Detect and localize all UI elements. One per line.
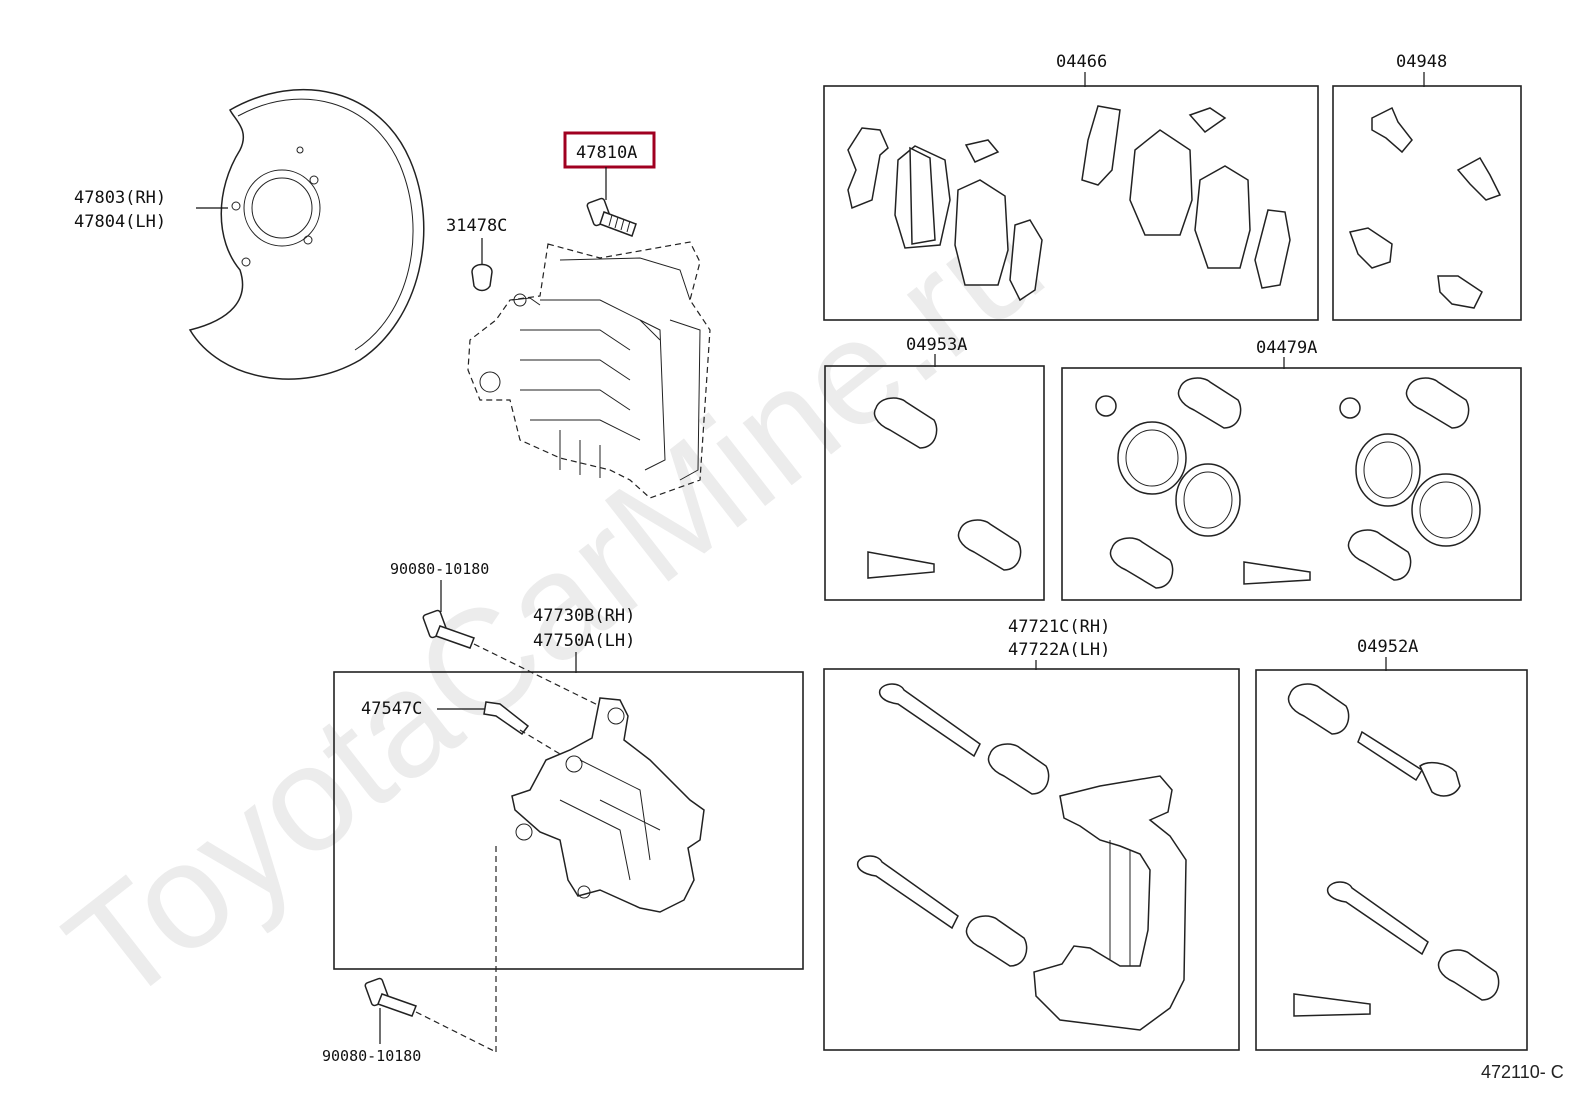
bolt-90080-top-illustration bbox=[422, 609, 475, 649]
caliper-assembly-illustration bbox=[467, 241, 711, 499]
clips-illustration bbox=[1349, 106, 1502, 309]
pads-illustration bbox=[847, 105, 1291, 302]
label-47803: 47803(RH) bbox=[74, 188, 166, 208]
label-04948: 04948 bbox=[1396, 52, 1447, 72]
seal-kit-illustration bbox=[1095, 377, 1481, 589]
figure-id: 472110- C bbox=[1481, 1062, 1564, 1082]
label-31478C: 31478C bbox=[446, 216, 507, 236]
label-04479A: 04479A bbox=[1256, 338, 1317, 358]
label-47804: 47804(LH) bbox=[74, 212, 166, 232]
box-04479A bbox=[1061, 367, 1522, 601]
label-90080-top: 90080-10180 bbox=[390, 560, 489, 578]
label-47547C: 47547C bbox=[361, 699, 422, 719]
label-47721C: 47721C(RH) bbox=[1008, 617, 1110, 637]
label-47750A: 47750A(LH) bbox=[533, 631, 635, 651]
label-47730B: 47730B(RH) bbox=[533, 606, 635, 626]
label-47722A: 47722A(LH) bbox=[1008, 640, 1110, 660]
bolt-90080-bottom-illustration bbox=[364, 977, 417, 1017]
cap-31478C bbox=[471, 263, 493, 292]
guide-pins-illustration bbox=[1287, 683, 1500, 1017]
label-90080-bottom: 90080-10180 bbox=[322, 1047, 421, 1065]
dash-line-bottom bbox=[415, 1011, 497, 1053]
bleeder-47547C bbox=[483, 701, 530, 736]
boots-04953A-illustration bbox=[867, 397, 1022, 579]
bolt-47810A-illustration bbox=[586, 197, 637, 237]
box-47730B bbox=[333, 671, 804, 970]
box-04948 bbox=[1332, 85, 1522, 321]
label-04466: 04466 bbox=[1056, 52, 1107, 72]
highlight-box-47810A[interactable] bbox=[563, 131, 656, 169]
dash-line-top bbox=[473, 643, 613, 713]
mounting-bracket-illustration bbox=[856, 683, 1187, 1031]
label-04952A: 04952A bbox=[1357, 637, 1418, 657]
caliper-cylinder-illustration bbox=[511, 697, 705, 913]
backing-plate-illustration bbox=[188, 89, 425, 380]
box-04466 bbox=[823, 85, 1319, 321]
label-47810A[interactable]: 47810A bbox=[576, 143, 637, 163]
label-04953A: 04953A bbox=[906, 335, 967, 355]
box-47721C bbox=[823, 668, 1240, 1051]
watermark: ToyotaCarMine.ru bbox=[36, 174, 1072, 1035]
box-04952A bbox=[1255, 669, 1528, 1051]
box-04953A bbox=[824, 365, 1045, 601]
